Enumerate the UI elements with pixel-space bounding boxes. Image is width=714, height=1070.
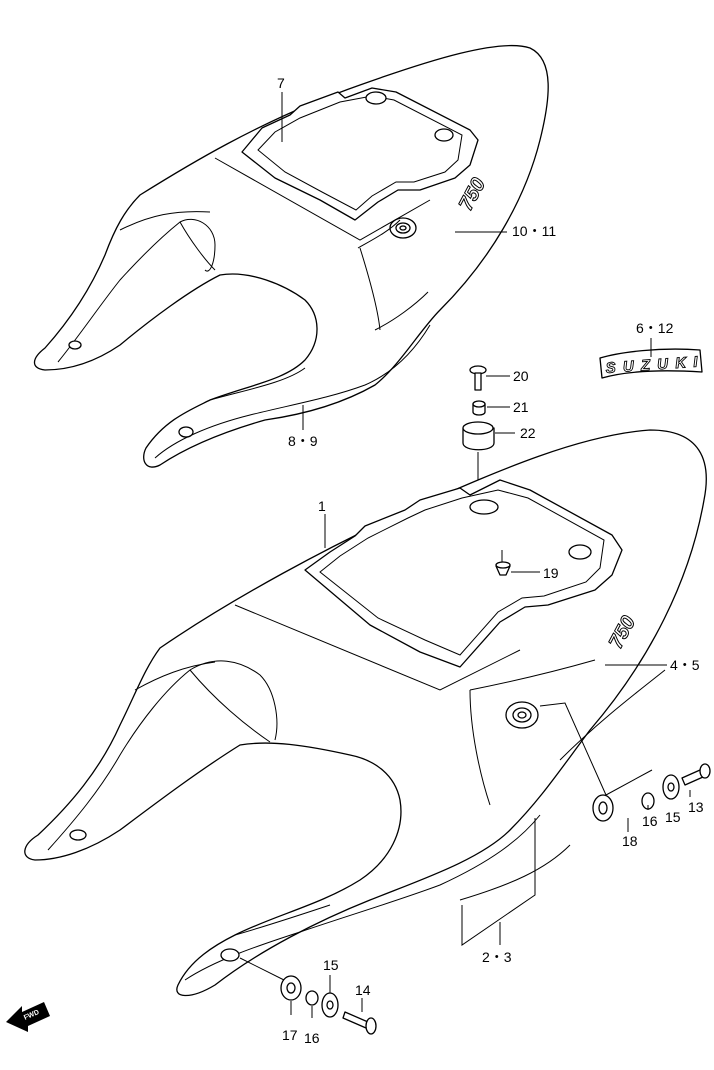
callout-15-left: 15 xyxy=(323,957,339,973)
spacer-16-left xyxy=(305,990,319,1006)
callout-19: 19 xyxy=(543,565,559,581)
lower-side-grommet xyxy=(505,701,539,729)
callout-22: 22 xyxy=(520,425,536,441)
upper-seat-tail-cover: 750 xyxy=(33,44,549,468)
callout-20: 20 xyxy=(513,368,529,384)
callout-2-3: 2・3 xyxy=(482,949,512,965)
rubber-cushion-17 xyxy=(280,975,302,1001)
callout-4-5: 4・5 xyxy=(670,657,700,673)
lower-seat-tail-cover: 750 xyxy=(24,429,707,997)
callout-13: 13 xyxy=(688,799,704,815)
rubber-cushion-18 xyxy=(592,794,614,822)
callout-7: 7 xyxy=(277,75,285,91)
washer-15-left xyxy=(321,992,339,1018)
upper-side-grommet xyxy=(389,217,417,239)
callout-8-9: 8・9 xyxy=(288,433,318,449)
screw-19 xyxy=(495,561,511,576)
callout-17: 17 xyxy=(282,1027,298,1043)
callout-14: 14 xyxy=(355,982,371,998)
bolt-14 xyxy=(342,1011,377,1035)
callout-16-left: 16 xyxy=(304,1030,320,1046)
washer-15-right xyxy=(662,774,680,800)
spacer-21 xyxy=(472,400,486,416)
forward-arrow-icon: FWD xyxy=(6,1002,50,1032)
callout-15-right: 15 xyxy=(665,809,681,825)
callout-10-11: 10・11 xyxy=(512,223,556,239)
callout-18: 18 xyxy=(622,833,638,849)
callout-16-right: 16 xyxy=(642,813,658,829)
cushion-22 xyxy=(462,421,495,451)
callout-6-12: 6・12 xyxy=(636,320,674,336)
screw-20 xyxy=(469,365,487,391)
bolt-13 xyxy=(681,763,711,786)
callout-1: 1 xyxy=(318,498,326,514)
callout-21: 21 xyxy=(513,399,529,415)
